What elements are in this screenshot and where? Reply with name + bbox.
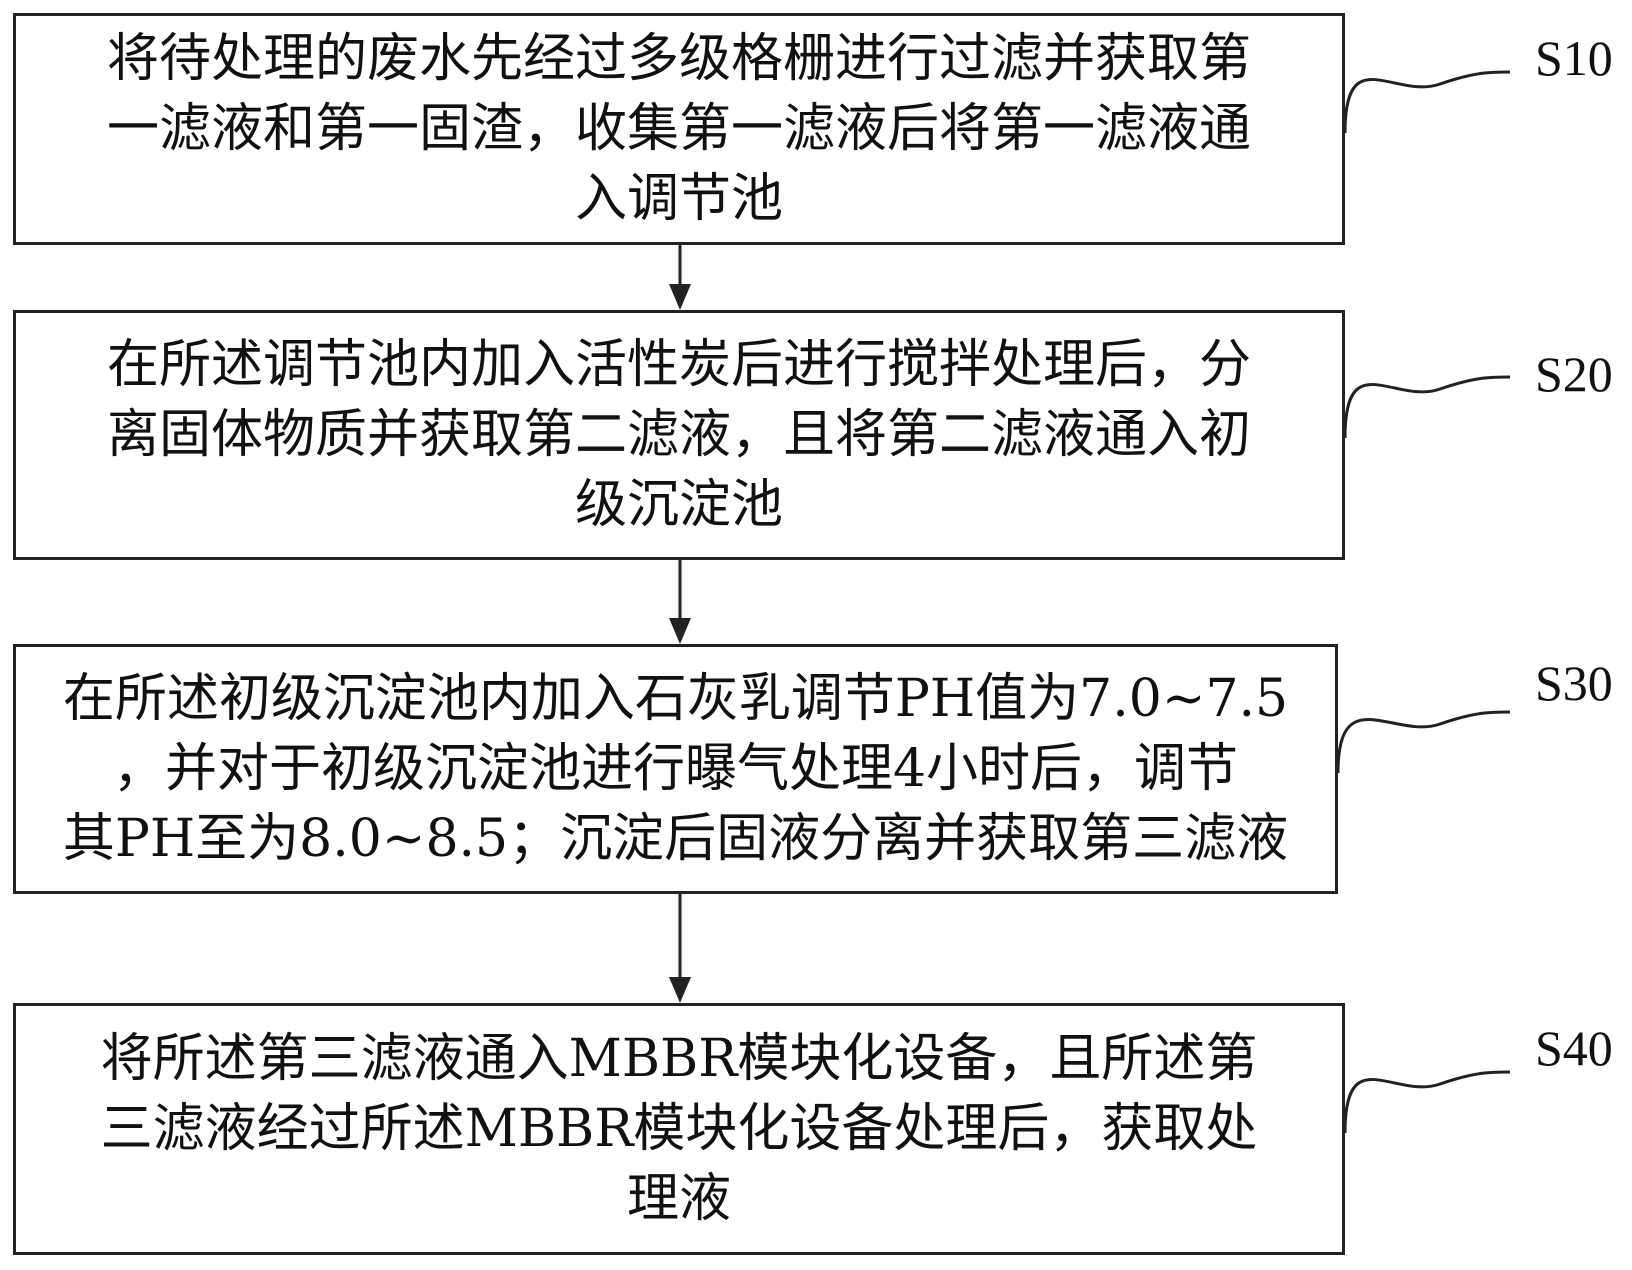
step-text-line: ，并对于初级沉淀池进行曝气处理4小时后，调节	[112, 739, 1239, 799]
step-text-line: 在所述初级沉淀池内加入石灰乳调节PH值为7.0~7.5	[62, 669, 1289, 729]
leader-line-s10	[1343, 70, 1511, 134]
step-box-s20: 在所述调节池内加入活性炭后进行搅拌处理后，分 离固体物质并获取第二滤液，且将第二…	[13, 310, 1345, 560]
step-text-line: 在所述调节池内加入活性炭后进行搅拌处理后，分	[106, 335, 1251, 395]
step-label-s20: S20	[1535, 346, 1613, 402]
step-text-line: 其PH至为8.0~8.5；沉淀后固液分离并获取第三滤液	[62, 809, 1289, 869]
step-box-s40: 将所述第三滤液通入MBBR模块化设备，且所述第 三滤液经过所述MBBR模块化设备…	[13, 1003, 1345, 1255]
arrow-s20-s30	[669, 560, 691, 644]
leader-line-s20	[1343, 375, 1511, 439]
arrow-s10-s20	[669, 245, 691, 310]
arrow-s30-s40	[669, 894, 691, 1003]
step-label-s10: S10	[1535, 30, 1613, 86]
step-text-line: 一滤液和第一固渣，收集第一滤液后将第一滤液通	[106, 99, 1251, 159]
step-label-s30: S30	[1535, 655, 1613, 711]
leader-line-s30	[1336, 710, 1511, 774]
step-text-line: 级沉淀池	[574, 475, 783, 535]
step-text-line: 入调节池	[574, 169, 783, 229]
step-box-s30: 在所述初级沉淀池内加入石灰乳调节PH值为7.0~7.5 ，并对于初级沉淀池进行曝…	[13, 644, 1338, 894]
step-text-line: 理液	[626, 1169, 731, 1229]
step-label-s40: S40	[1535, 1020, 1613, 1076]
step-text-line: 离固体物质并获取第二滤液，且将第二滤液通入初	[106, 405, 1251, 465]
leader-line-s40	[1343, 1070, 1511, 1134]
step-text-line: 三滤液经过所述MBBR模块化设备处理后，获取处	[100, 1099, 1258, 1159]
step-text-line: 将待处理的废水先经过多级格栅进行过滤并获取第	[106, 29, 1251, 89]
step-box-s10: 将待处理的废水先经过多级格栅进行过滤并获取第 一滤液和第一固渣，收集第一滤液后将…	[13, 13, 1345, 245]
step-text-line: 将所述第三滤液通入MBBR模块化设备，且所述第	[100, 1029, 1258, 1089]
